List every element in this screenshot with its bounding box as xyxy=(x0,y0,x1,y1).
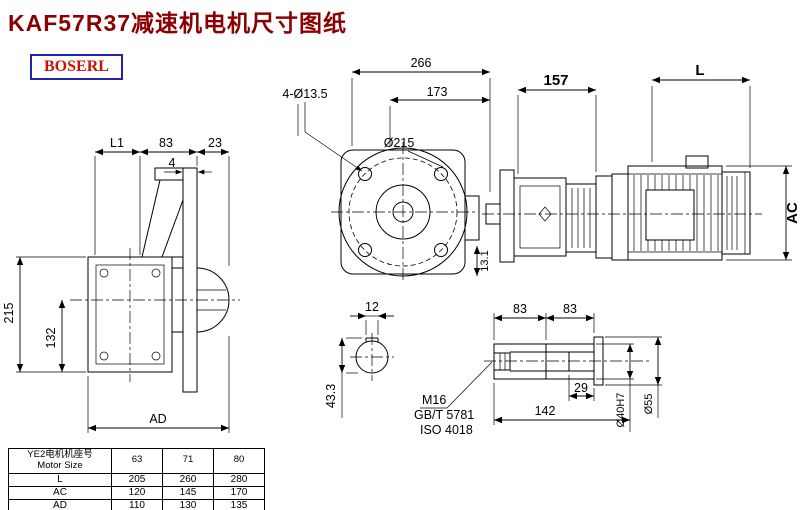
value-cell: 280 xyxy=(213,472,265,487)
value-cell: 145 xyxy=(162,485,214,500)
table-row: AD 110 130 135 xyxy=(8,498,265,510)
page-title: KAF57R37减速机电机尺寸图纸 xyxy=(8,10,348,36)
dim-83-b: 83 xyxy=(563,302,577,316)
dim-157: 157 xyxy=(543,72,568,89)
dim-132: 132 xyxy=(44,328,58,349)
dim-AD: AD xyxy=(149,412,166,426)
dim-215: 215 xyxy=(2,303,16,324)
dim-83-a: 83 xyxy=(513,302,527,316)
dim-40h7: Ø40H7 xyxy=(615,393,627,428)
front-view: 266 173 4-Ø13.5 Ø215 13.1 xyxy=(282,56,491,282)
dim-AC: AC xyxy=(784,202,800,224)
input-shaft-section: 12 43.3 xyxy=(324,300,394,418)
dim-29: 29 xyxy=(574,381,588,395)
side-view: 157 L AC xyxy=(482,62,800,263)
label-m16: M16 xyxy=(422,393,446,407)
table-header-cell: YE2电机机座号 Motor Size xyxy=(8,448,112,474)
dim-55: Ø55 xyxy=(643,394,655,415)
dim-12: 12 xyxy=(365,300,379,314)
table-header-cn: YE2电机机座号 xyxy=(27,449,93,460)
label-bolt-holes: 4-Ø13.5 xyxy=(282,87,327,101)
label-flange-dia: Ø215 xyxy=(384,136,415,150)
value-cell: 170 xyxy=(213,485,265,500)
dim-43-3: 43.3 xyxy=(324,384,338,408)
row-label-AC: AC xyxy=(8,485,112,500)
label-iso-standard: ISO 4018 xyxy=(420,423,473,437)
dim-142: 142 xyxy=(535,404,556,418)
brand-logo: BOSERL xyxy=(30,54,123,80)
value-cell: 110 xyxy=(111,498,163,510)
table-header-row: YE2电机机座号 Motor Size 63 71 80 xyxy=(8,448,265,474)
size-column-71: 71 xyxy=(162,448,214,474)
dim-173: 173 xyxy=(427,85,448,99)
output-shaft-detail: 83 83 29 142 Ø40H7 Ø55 xyxy=(484,302,662,432)
value-cell: 205 xyxy=(111,472,163,487)
label-gb-standard: GB/T 5781 xyxy=(414,408,474,422)
value-cell: 130 xyxy=(162,498,214,510)
table-row: AC 120 145 170 xyxy=(8,485,265,500)
dim-4: 4 xyxy=(169,156,176,170)
row-label-L: L xyxy=(8,472,112,487)
dim-83-top: 83 xyxy=(159,136,173,150)
dim-L1: L1 xyxy=(110,136,124,150)
table-row: L 205 260 280 xyxy=(8,472,265,487)
table-header-en: Motor Size xyxy=(37,459,83,471)
value-cell: 135 xyxy=(213,498,265,510)
left-view: L1 83 23 4 215 132 AD xyxy=(2,136,240,433)
size-column-80: 80 xyxy=(213,448,265,474)
row-label-AD: AD xyxy=(8,498,112,510)
value-cell: 260 xyxy=(162,472,214,487)
motor-size-table: YE2电机机座号 Motor Size 63 71 80 L 205 260 2… xyxy=(8,448,265,510)
value-cell: 120 xyxy=(111,485,163,500)
thread-callout: M16 GB/T 5781 ISO 4018 xyxy=(414,361,493,437)
dim-13-1: 13.1 xyxy=(479,250,491,271)
dim-23: 23 xyxy=(208,136,222,150)
size-column-63: 63 xyxy=(111,448,163,474)
dim-L: L xyxy=(695,62,704,79)
dim-266: 266 xyxy=(411,56,432,70)
